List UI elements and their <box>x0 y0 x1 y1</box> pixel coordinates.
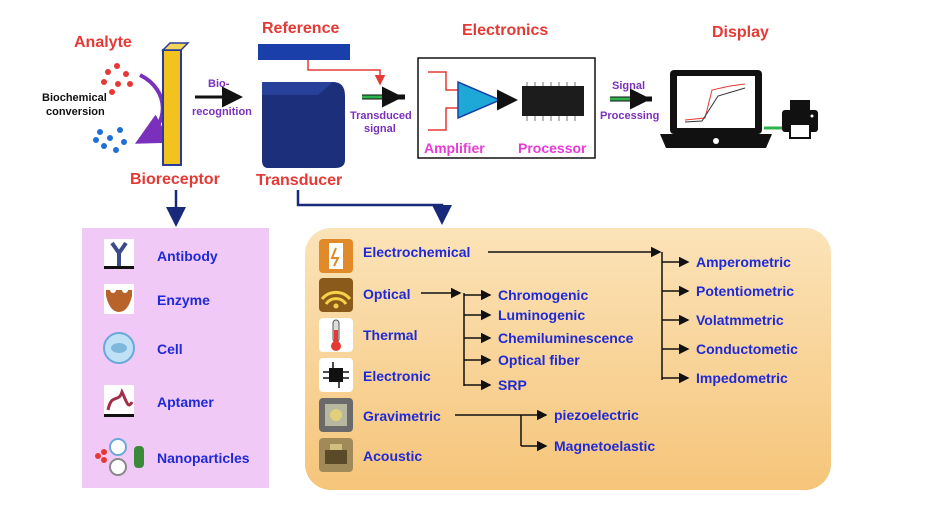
label-recognition: recognition <box>192 106 252 118</box>
acoustic-icon <box>319 438 353 472</box>
electrochem-impedometric: Impedometric <box>696 370 788 386</box>
laptop-display <box>660 70 772 148</box>
enzyme-icon <box>104 284 134 314</box>
transducer-optical: Optical <box>363 286 411 302</box>
processor-chip <box>522 82 584 121</box>
nanoparticles-icon <box>95 438 144 476</box>
transducer-acoustic: Acoustic <box>363 448 423 464</box>
reference-electrode <box>258 44 350 60</box>
cell-icon <box>103 332 135 364</box>
bioreceptor-antibody: Antibody <box>157 248 218 264</box>
optical-chemiluminescence: Chemiluminescence <box>498 330 634 346</box>
transducer-electrochemical: Electrochemical <box>363 244 471 260</box>
label-biochemical: Biochemical <box>42 92 107 104</box>
label-processor: Processor <box>518 140 587 156</box>
label-transducer: Transducer <box>256 172 343 189</box>
transducer-electronic: Electronic <box>363 368 431 384</box>
electronic-icon <box>319 358 353 392</box>
label-transduced: Transduced <box>350 110 412 122</box>
electrochemical-icon <box>319 239 353 273</box>
label-bio: Bio- <box>208 78 230 90</box>
label-reference: Reference <box>262 20 340 37</box>
label-signal-2: Signal <box>612 80 646 92</box>
amplifier-symbol <box>457 80 502 120</box>
bioreceptor-nanoparticles: Nanoparticles <box>157 450 250 466</box>
optical-fiber: Optical fiber <box>498 352 580 368</box>
optical-chromogenic: Chromogenic <box>498 287 589 303</box>
transducer-thermal: Thermal <box>363 327 418 343</box>
bioreceptor-cell: Cell <box>157 341 183 357</box>
label-bioreceptor: Bioreceptor <box>130 171 220 188</box>
thermal-icon <box>319 318 353 352</box>
transducer-panel <box>305 228 831 490</box>
gravimetric-icon <box>319 398 353 432</box>
printer-icon <box>782 100 818 139</box>
label-analyte: Analyte <box>74 34 132 51</box>
electrochem-conductometic: Conductometic <box>696 341 798 357</box>
label-display: Display <box>712 24 769 41</box>
transducer-block <box>262 82 345 168</box>
bioreceptor-aptamer: Aptamer <box>157 394 214 410</box>
optical-luminogenic: Luminogenic <box>498 307 586 323</box>
electrochem-amperometric: Amperometric <box>696 254 791 270</box>
optical-icon <box>319 278 353 312</box>
gravimetric-piezoelectric: piezoelectric <box>554 407 639 423</box>
analyte-molecules <box>93 63 133 153</box>
electrochem-volatmmetric: Volatmmetric <box>696 312 784 328</box>
transducer-gravimetric: Gravimetric <box>363 408 441 424</box>
label-amplifier: Amplifier <box>424 140 485 156</box>
optical-srp: SRP <box>498 377 527 393</box>
bioreceptor-enzyme: Enzyme <box>157 292 210 308</box>
gravimetric-magnetoelastic: Magnetoelastic <box>554 438 656 454</box>
electrochem-potentiometric: Potentiometric <box>696 283 795 299</box>
label-signal: signal <box>364 123 396 135</box>
label-electronics: Electronics <box>462 22 549 39</box>
antibody-icon <box>104 239 134 269</box>
label-processing: Processing <box>600 110 660 122</box>
aptamer-icon <box>104 385 134 417</box>
label-conversion: conversion <box>46 106 105 118</box>
